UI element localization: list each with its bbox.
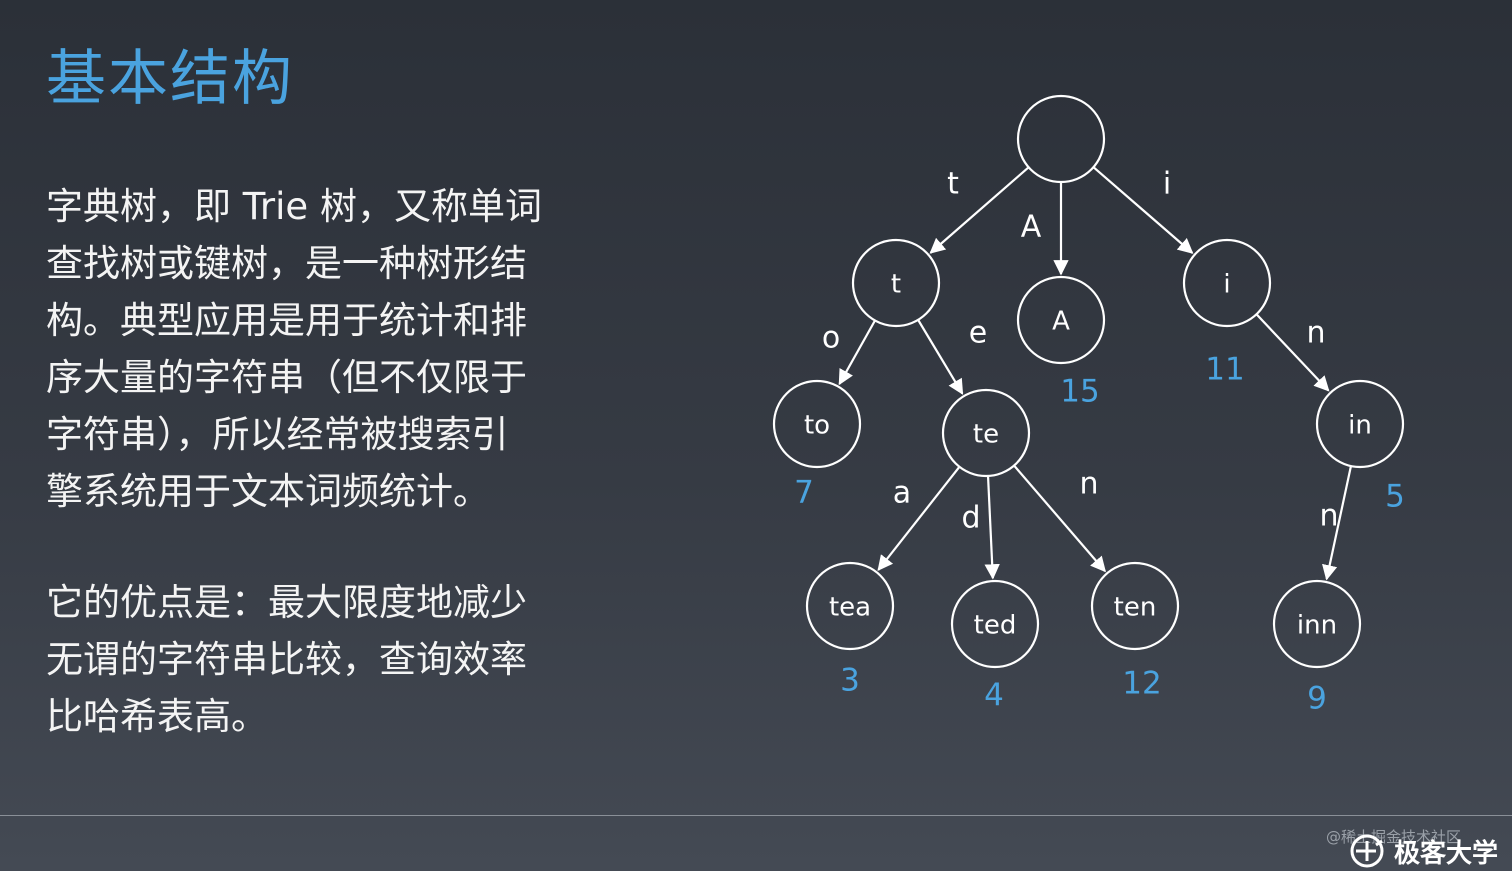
edge-root-i <box>1092 166 1194 254</box>
paragraph-line: 无谓的字符串比较，查询效率 <box>46 638 527 681</box>
trie-node-to: to <box>772 379 862 469</box>
paragraph-advantage: 它的优点是：最大限度地减少 无谓的字符串比较，查询效率 比哈希表高。 <box>46 574 606 745</box>
node-circle <box>851 238 941 328</box>
node-label: to <box>804 411 830 441</box>
node-circle <box>1016 94 1106 184</box>
trie-node-in: in <box>1315 379 1405 469</box>
footer-divider <box>0 815 1512 816</box>
edge-in-inn <box>1322 465 1353 581</box>
edge-label: i <box>1163 167 1171 202</box>
paragraph-line: 查找树或键树，是一种树形结 <box>46 242 527 285</box>
edge-root-t <box>929 166 1030 254</box>
paragraph-line: 比哈希表高。 <box>46 695 268 738</box>
trie-node-te: te <box>941 388 1031 478</box>
watermark-text: @稀土掘金技术社区 <box>1326 828 1462 846</box>
node-value: 7 <box>794 475 814 511</box>
node-label: ted <box>974 611 1017 641</box>
node-value: 4 <box>984 678 1004 714</box>
node-label: t <box>891 270 901 300</box>
trie-node-ted: ted <box>950 579 1040 669</box>
paragraph-definition: 字典树，即 Trie 树，又称单词 查找树或键树，是一种树形结 构。典型应用是用… <box>46 178 606 520</box>
node-label: te <box>973 420 999 450</box>
node-value: 9 <box>1307 681 1327 717</box>
slide-title: 基本结构 <box>46 44 294 114</box>
node-circle <box>1272 579 1362 669</box>
node-value: 15 <box>1060 374 1099 410</box>
edge-te-tea <box>877 466 961 572</box>
edge-t-to <box>838 319 876 386</box>
edge-i-in <box>1255 313 1330 392</box>
edge-label: o <box>822 321 840 356</box>
geek-logo-icon <box>1350 834 1384 868</box>
paragraph-line: 构。典型应用是用于统计和排 <box>46 299 527 342</box>
node-label: ten <box>1114 593 1157 623</box>
trie-node-tea: tea <box>805 561 895 651</box>
edge-label: t <box>947 167 959 202</box>
trie-node-root <box>1016 94 1106 184</box>
node-circle <box>1315 379 1405 469</box>
paragraph-line: 序大量的字符串（但不仅限于 <box>46 356 527 399</box>
edge-label: n <box>1306 316 1325 351</box>
edge-label: n <box>1079 467 1098 502</box>
node-label: A <box>1052 307 1070 337</box>
node-circle <box>950 579 1040 669</box>
node-label: tea <box>829 593 871 623</box>
paragraph-line: 字典树，即 Trie 树，又称单词 <box>46 185 542 228</box>
node-value: 5 <box>1385 479 1405 515</box>
node-label: in <box>1348 411 1372 441</box>
edge-label: n <box>1319 499 1338 534</box>
trie-node-inn: inn <box>1272 579 1362 669</box>
node-value: 12 <box>1122 666 1161 702</box>
edge-t-te <box>917 319 964 395</box>
edge-label: A <box>1021 210 1042 245</box>
edge-label: d <box>961 501 980 536</box>
trie-node-i: i <box>1182 238 1272 328</box>
node-circle <box>1016 275 1106 365</box>
node-circle <box>805 561 895 651</box>
edge-te-ted <box>984 475 1000 580</box>
node-label: inn <box>1297 611 1337 641</box>
node-circle <box>772 379 862 469</box>
brand-name: 极客大学 <box>1394 838 1499 869</box>
trie-node-t: t <box>851 238 941 328</box>
node-value: 3 <box>840 663 860 699</box>
brand: 极客大学 <box>1346 832 1498 870</box>
edge-label: a <box>893 476 911 511</box>
node-value: 11 <box>1205 352 1244 388</box>
trie-node-A: A <box>1016 275 1106 365</box>
trie-node-ten: ten <box>1090 561 1180 651</box>
paragraph-line: 擎系统用于文本词频统计。 <box>46 470 490 513</box>
edge-te-ten <box>1013 464 1106 573</box>
node-circle <box>1182 238 1272 328</box>
node-circle <box>1090 561 1180 651</box>
node-circle <box>941 388 1031 478</box>
paragraph-line: 它的优点是：最大限度地减少 <box>46 581 527 624</box>
edge-label: e <box>969 316 987 351</box>
paragraph-line: 字符串），所以经常被搜索引 <box>46 413 509 456</box>
node-label: i <box>1223 270 1230 300</box>
